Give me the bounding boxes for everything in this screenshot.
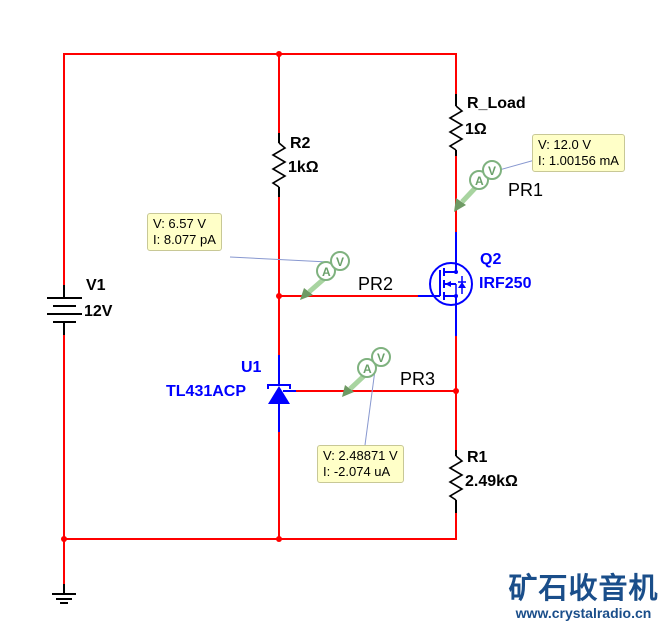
r1-ref-label: R1 [467,449,488,466]
resistor-r1[interactable]: R1 2.49kΩ [448,449,518,513]
wire-top-rail[interactable] [63,53,457,298]
u1-ref-label: U1 [241,359,262,376]
pr1-readout: V: 12.0 V I: 1.00156 mA [532,134,625,172]
probe-pr3[interactable]: A V PR3 [342,347,435,397]
v1-value-label: 12V [84,303,113,320]
pr3-voltage: V: 2.48871 V [323,448,398,463]
pr2-current: I: 8.077 pA [153,232,216,247]
watermark-url: www.crystalradio.cn [515,605,652,621]
q2-ref-label: Q2 [480,251,501,268]
wires [63,53,457,585]
mosfet-q2[interactable]: Q2 IRF250 [418,232,532,336]
watermark-logo: 矿石收音机 www.crystalradio.cn [500,572,667,622]
pr3-readout: V: 2.48871 V I: -2.074 uA [317,445,404,483]
pr1-label: PR1 [508,180,543,200]
probe-pr1[interactable]: A V PR1 [454,160,543,212]
probe-pr2[interactable]: A V PR2 [300,251,393,300]
pr3-ammeter-icon: A [363,362,372,376]
ground-symbol [52,584,76,604]
junction-dot [276,293,282,299]
pr1-current: I: 1.00156 mA [538,153,619,168]
pr2-label: PR2 [358,274,393,294]
pr3-leader [364,369,376,446]
pr2-voltage: V: 6.57 V [153,216,206,231]
pr3-current: I: -2.074 uA [323,464,391,479]
battery-v1[interactable]: V1 12V [47,277,113,335]
shunt-regulator-u1[interactable]: U1 TL431ACP [166,355,296,432]
pr3-voltmeter-icon: V [377,351,385,365]
v1-ref-label: V1 [86,277,106,294]
r2-ref-label: R2 [290,135,311,152]
resistor-r-load[interactable]: R_Load 1Ω [448,94,526,156]
junctions [61,51,459,542]
watermark-title: 矿石收音机 [508,571,659,605]
pr2-readout: V: 6.57 V I: 8.077 pA [147,213,222,251]
pr2-ammeter-icon: A [322,265,331,279]
resistor-r2[interactable]: R2 1kΩ [271,133,319,197]
junction-dot [276,536,282,542]
r1-value-label: 2.49kΩ [465,473,518,490]
pr2-voltmeter-icon: V [336,255,344,269]
pr2-leader [229,256,329,263]
junction-dot [453,388,459,394]
pr3-label: PR3 [400,369,435,389]
r2-value-label: 1kΩ [288,159,319,176]
pr1-ammeter-icon: A [475,174,484,188]
q2-value-label: IRF250 [479,275,532,292]
r-load-value-label: 1Ω [465,121,487,138]
r-load-ref-label: R_Load [467,95,526,112]
junction-dot [276,51,282,57]
junction-dot [61,536,67,542]
u1-value-label: TL431ACP [166,383,246,400]
pr1-voltmeter-icon: V [488,164,496,178]
pr1-voltage: V: 12.0 V [538,137,591,152]
